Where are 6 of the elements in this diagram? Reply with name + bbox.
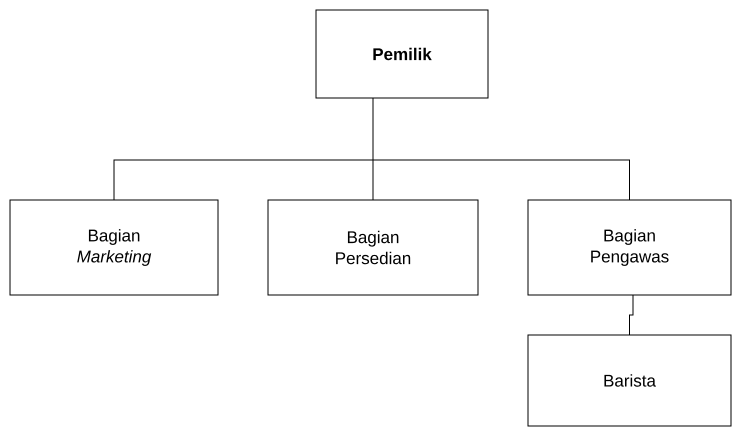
org-box: Barista [528,334,732,426]
org-box: Pemilik [316,10,488,98]
org-box: Bagian Persedian [268,200,478,296]
connector-line [629,295,634,335]
org-box: Bagian Pengawas [528,200,732,296]
org-box: Bagian Marketing [10,200,218,296]
